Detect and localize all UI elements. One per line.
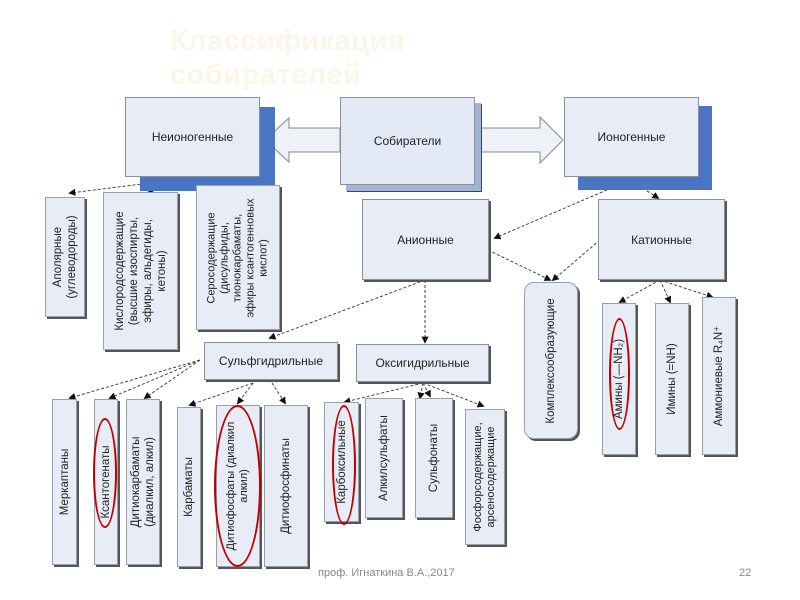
node-nonionic-label: Неионогенные — [151, 130, 234, 144]
node-complexing: Комплексообразующие — [524, 282, 578, 439]
highlight-oval-xanthates — [93, 418, 117, 528]
node-anionic: Анионные — [362, 199, 489, 280]
node-alkylsulfates-label: Алкилсульфаты — [378, 415, 390, 501]
arrow-sulf-dithiophosphates — [236, 382, 254, 405]
arrow-oxy-carboxylic — [343, 382, 424, 405]
node-imines: Имины (=NH) — [655, 303, 689, 455]
arrow-oxy-phosphorus — [422, 382, 485, 408]
node-ionic: Ионогенные — [564, 97, 699, 177]
node-alkylsulfates: Алкилсульфаты — [365, 398, 403, 518]
arrow-anionic-complexing — [487, 249, 552, 281]
title-line-1: Классификация — [170, 25, 406, 57]
node-cationic-label: Катионные — [631, 232, 692, 247]
highlight-oval-dithiophosphates — [214, 405, 261, 567]
node-anionic-label: Анионные — [397, 232, 454, 247]
node-collectors-label: Собиратели — [373, 134, 442, 148]
node-ionic-label: Ионогенные — [597, 130, 666, 144]
node-sulfur-containing-text: Серосодержащие (дисульфиды, тионокарбама… — [205, 198, 270, 317]
title-line-2: собирателей — [170, 59, 362, 91]
node-carbamates-label: Карбаматы — [183, 457, 195, 517]
arrow-ionic-anionic — [493, 179, 631, 240]
arrow-sulf-dithiocarbamates — [143, 359, 201, 400]
node-ammonium-label: Аммониевые R₄N⁺ — [713, 325, 725, 427]
node-oxyhydryl-label: Оксигидрильные — [375, 356, 470, 370]
node-sulfonates-label: Сульфонаты — [428, 423, 440, 493]
node-oxygen-containing: Кислородсодержащие (высшие изоспирты, эф… — [103, 192, 178, 350]
arrow-oxy-alkylsulfates — [417, 382, 425, 400]
node-mercaptans-label: Меркаптаны — [58, 448, 71, 516]
arrow-oxy-sulfonates — [422, 382, 431, 398]
node-mercaptans: Меркаптаны — [52, 399, 77, 565]
node-dithiophosphinates-label: Дитиофосфинаты — [280, 438, 292, 534]
node-imines-label: Имины (=NH) — [666, 343, 678, 415]
node-sulfur-containing: Серосодержащие (дисульфиды, тионокарбама… — [196, 185, 280, 330]
node-apolar: Аполярные (углеводороды) — [45, 197, 85, 317]
arrow-sulf-mercaptans — [68, 359, 201, 400]
arrow-anionic-sulfhydryl — [268, 279, 426, 340]
slide-title: Классификация собирателей — [170, 24, 405, 92]
node-ammonium: Аммониевые R₄N⁺ — [702, 297, 736, 455]
arrow-cationic-ammonium — [659, 279, 714, 299]
arrow-cationic-imines — [659, 279, 672, 304]
block-arrow-right — [474, 115, 564, 165]
block-arrow-left — [264, 116, 341, 164]
node-phosphorus-arsenic-text: Фосфорсодержащие, арсеносодержащие — [472, 422, 497, 532]
node-nonionic: Неионогенные — [125, 97, 260, 177]
node-complexing-label: Комплексообразующие — [545, 297, 557, 424]
node-sulfonates: Сульфонаты — [415, 398, 453, 518]
node-cationic: Катионные — [598, 199, 725, 280]
arrow-cationic-complexing — [551, 239, 601, 282]
node-sulfhydryl-label: Сульфгидрильные — [218, 354, 324, 368]
footer-author: проф. Игнаткина В.А.,2017 — [318, 567, 455, 579]
arrow-sulf-carbamates — [188, 382, 254, 407]
arrow-cationic-amines — [618, 279, 661, 303]
node-dithiocarbamates-text: Дитиокарбаматы (диалкил, алкил) — [130, 436, 156, 528]
arrow-sulf-dithiophosphinates — [271, 382, 286, 405]
node-oxygen-containing-text: Кислородсодержащие (высшие изоспирты, эф… — [113, 211, 168, 331]
node-collectors: Собиратели — [340, 97, 475, 185]
arrow-sulf-xanthates — [108, 359, 201, 400]
highlight-oval-carboxylic — [332, 405, 356, 525]
node-dithiocarbamates: Дитиокарбаматы (диалкил, алкил) — [126, 399, 160, 565]
node-dithiophosphinates: Дитиофосфинаты — [264, 405, 308, 567]
node-phosphorus-arsenic: Фосфорсодержащие, арсеносодержащие — [465, 409, 505, 545]
highlight-oval-amines — [609, 318, 630, 430]
node-sulfhydryl: Сульфгидрильные — [204, 342, 338, 380]
node-carbamates: Карбаматы — [177, 407, 201, 567]
page-number: 22 — [739, 567, 752, 579]
node-apolar-text: Аполярные (углеводороды) — [52, 215, 78, 299]
node-oxyhydryl: Оксигидрильные — [356, 344, 489, 382]
